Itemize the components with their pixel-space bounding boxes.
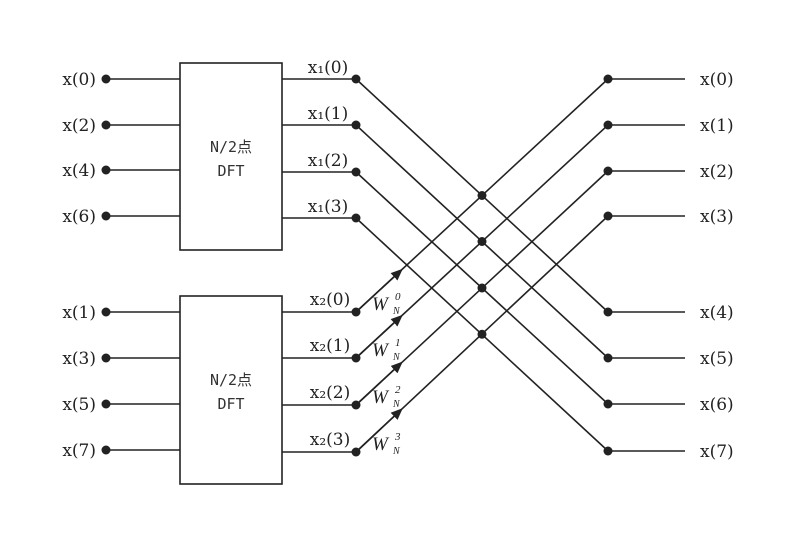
input-label: x(0) xyxy=(62,70,96,90)
x2-label: x₂(2) xyxy=(310,383,350,403)
x2-label: x₂(0) xyxy=(310,290,350,310)
twiddle-sup: 2 xyxy=(395,384,401,396)
top-block-label-2: DFT xyxy=(217,162,244,180)
twiddle-base: W xyxy=(372,387,390,408)
butterfly-junction xyxy=(477,283,487,293)
twiddle-base: W xyxy=(372,294,390,315)
butterfly-junction xyxy=(477,191,487,200)
x1-label: x₁(1) xyxy=(308,104,348,124)
bottom-dft-block xyxy=(179,295,283,485)
twiddle-sup: 1 xyxy=(395,337,401,349)
twiddle-factor-label: W xyxy=(372,434,390,455)
input-label: x(4) xyxy=(62,161,96,181)
input-label: x(6) xyxy=(62,207,96,227)
twiddle-arrow xyxy=(355,361,403,406)
twiddle-base: W xyxy=(372,434,390,455)
output-label: x(2) xyxy=(700,162,734,182)
butterfly-junction xyxy=(477,329,487,339)
x1-label: x₁(0) xyxy=(308,58,348,78)
output-label: x(6) xyxy=(700,395,734,415)
output-label: x(0) xyxy=(700,70,734,90)
input-label: x(3) xyxy=(62,349,96,369)
twiddle-sup: 0 xyxy=(395,291,401,303)
twiddle-factor-label: W xyxy=(372,294,390,315)
input-label: x(5) xyxy=(62,395,96,415)
twiddle-arrow xyxy=(355,408,403,453)
twiddle-sub: N xyxy=(392,352,401,363)
twiddle-arrow xyxy=(355,268,403,313)
x2-label: x₂(3) xyxy=(310,430,350,450)
x2-label: x₂(1) xyxy=(310,336,350,356)
top-block-label-1: N/2点 xyxy=(210,138,252,156)
twiddle-factor-label: W xyxy=(372,340,390,361)
bottom-block-label-2: DFT xyxy=(217,395,244,413)
twiddle-sub: N xyxy=(392,399,401,410)
twiddle-factor-label: W xyxy=(372,387,390,408)
twiddle-base: W xyxy=(372,340,390,361)
x1-label: x₁(3) xyxy=(308,197,348,217)
twiddle-sub: N xyxy=(392,306,401,317)
butterfly-junction xyxy=(477,237,487,246)
top-dft-block xyxy=(179,62,283,251)
twiddle-sub: N xyxy=(392,446,401,457)
twiddle-arrow xyxy=(355,314,403,359)
output-label: x(7) xyxy=(700,442,734,462)
x1-label: x₁(2) xyxy=(308,151,348,171)
input-label: x(2) xyxy=(62,116,96,136)
output-label: x(1) xyxy=(700,116,734,136)
output-label: x(5) xyxy=(700,349,734,369)
bottom-block-label-1: N/2点 xyxy=(210,371,252,389)
input-label: x(7) xyxy=(62,441,96,461)
twiddle-sup: 3 xyxy=(394,431,401,443)
output-label: x(3) xyxy=(700,207,734,227)
output-label: x(4) xyxy=(700,303,734,323)
input-label: x(1) xyxy=(62,303,96,323)
